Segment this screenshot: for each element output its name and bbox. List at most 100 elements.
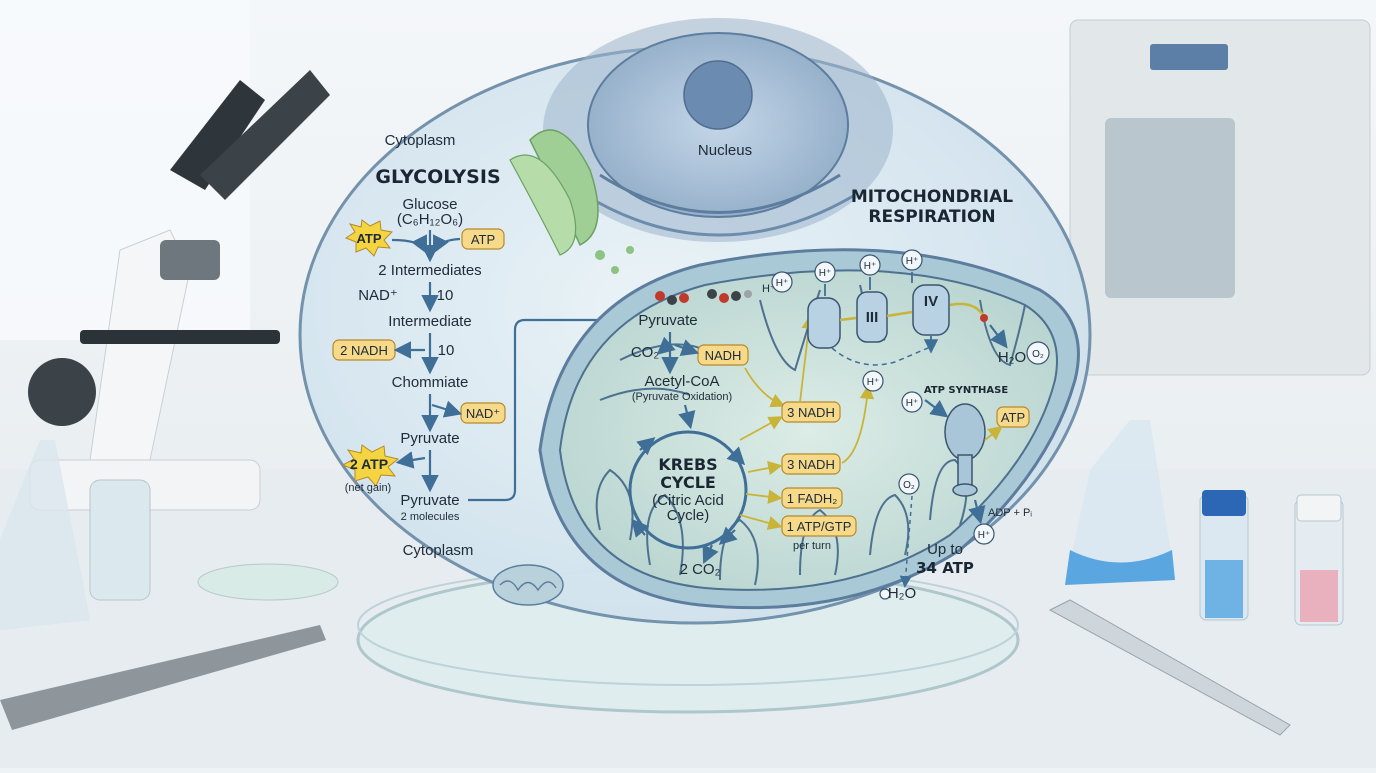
step-count-1: 10 bbox=[437, 287, 454, 304]
arrow-nadh-oxidation-out bbox=[674, 339, 700, 356]
flask-left bbox=[0, 440, 90, 630]
o2-label-b: O₂ bbox=[903, 480, 915, 491]
atp-34-label: 34 ATP bbox=[916, 559, 974, 577]
cytoplasm-label-bottom: Cytoplasm bbox=[403, 542, 474, 559]
atp-gtp-label: 1 ATP/GTP bbox=[787, 519, 852, 534]
microscope bbox=[28, 70, 330, 511]
electron-transport-chain bbox=[807, 284, 988, 366]
up-to-label: Up to bbox=[927, 541, 963, 558]
arrow-synthase-down bbox=[968, 499, 986, 525]
incubator-window bbox=[1105, 118, 1235, 298]
h-ion-1 bbox=[771, 271, 793, 293]
petri-dish-small bbox=[197, 563, 339, 601]
glucose-label: Glucose bbox=[402, 196, 457, 213]
glucose-formula: (C₆H₁₂O₆) bbox=[397, 211, 463, 228]
pyruvate-label-1: Pyruvate bbox=[400, 430, 459, 447]
h2o-bubble-b bbox=[879, 588, 891, 600]
arrow-krebs-co2 bbox=[702, 544, 719, 564]
intermediates-label: 2 Intermediates bbox=[378, 262, 481, 279]
arrow-h-into-synthase bbox=[924, 399, 949, 418]
atp-gain-label: 2 ATP bbox=[350, 456, 388, 472]
atp-burst-left bbox=[344, 219, 394, 257]
krebs-sub-line1: (Citric Acid bbox=[652, 492, 724, 509]
incubator-display bbox=[1150, 44, 1228, 70]
vial-blue-liquid bbox=[1205, 560, 1243, 618]
h2o-label-b: H₂O bbox=[888, 585, 916, 602]
per-turn-label: per turn bbox=[793, 540, 831, 552]
arrow-nadh-to-3nadh bbox=[744, 367, 786, 408]
h-ion-2-label: H⁺ bbox=[819, 268, 832, 279]
arrow-krebs-nadh-a bbox=[739, 416, 784, 441]
arrow-acetyl-to-krebs bbox=[678, 404, 696, 430]
pyruvate-oxidation-label: (Pyruvate Oxidation) bbox=[632, 391, 732, 403]
o2-label-a: O₂ bbox=[1032, 349, 1044, 360]
complex-4-label: IV bbox=[924, 293, 938, 310]
h-ion-7-label: H⁺ bbox=[978, 530, 991, 541]
pipette-left bbox=[0, 625, 326, 730]
co2-out-label: 2 CO₂ bbox=[680, 561, 721, 578]
complex-3 bbox=[856, 291, 888, 343]
complex-3-label: III bbox=[866, 309, 879, 326]
nad-plus-label: NAD⁺ bbox=[358, 287, 398, 304]
pyruvate-label-2: Pyruvate bbox=[400, 492, 459, 509]
mito-pyruvate-label: Pyruvate bbox=[638, 312, 697, 329]
small-mitochondrion bbox=[492, 564, 564, 606]
complex-4 bbox=[912, 284, 950, 336]
flask-liquid bbox=[1065, 550, 1175, 585]
h-ion-3-label: H⁺ bbox=[864, 261, 877, 272]
atp-chip-right bbox=[461, 228, 505, 250]
h-ion-5-label: H⁺ bbox=[867, 377, 880, 388]
h-ion-4 bbox=[901, 249, 923, 271]
o2-bubble-a bbox=[1026, 341, 1050, 365]
proton-ions: H⁺ H⁺ H⁺ H⁺ H⁺ H⁺ H⁺ bbox=[771, 249, 995, 545]
h2o-label-a: H₂O bbox=[998, 349, 1026, 366]
arrow-atp-synthase-out bbox=[984, 425, 1003, 441]
h-ion-6 bbox=[901, 391, 923, 413]
o2-bubble-b bbox=[898, 473, 920, 495]
step-count-2: 10 bbox=[438, 342, 455, 359]
h-ion-4-label: H⁺ bbox=[906, 256, 919, 267]
adp-pi-label: ADP + Pᵢ bbox=[988, 507, 1032, 519]
arrow-to-water bbox=[989, 324, 1008, 349]
nadh3-chip-a bbox=[781, 401, 841, 423]
atp-burst-gain bbox=[341, 444, 400, 487]
intermediate-label: Intermediate bbox=[388, 313, 471, 330]
flask-right bbox=[1065, 420, 1175, 585]
vial-pink-cap bbox=[1296, 494, 1342, 522]
net-gain-label: (net gain) bbox=[345, 482, 391, 494]
arrow-co2-out bbox=[656, 336, 676, 355]
nadh3-label-a: 3 NADH bbox=[787, 405, 835, 420]
arrow-nad-plus-out bbox=[431, 400, 463, 418]
nucleus-label: Nucleus bbox=[698, 142, 752, 159]
nadh-2-label: 2 NADH bbox=[340, 343, 388, 358]
atp-in-left: ATP bbox=[356, 231, 381, 246]
vial-blue-cap bbox=[1202, 490, 1246, 516]
golgi-apparatus bbox=[509, 129, 634, 274]
h-ion-3 bbox=[859, 254, 881, 276]
arrow-nadh-to-etc bbox=[841, 384, 875, 464]
fadh2-label: 1 FADH₂ bbox=[787, 491, 838, 506]
mito-title-line2: RESPIRATION bbox=[868, 207, 995, 227]
arrow-krebs-fadh2 bbox=[745, 489, 783, 504]
glycolysis-title: GLYCOLYSIS bbox=[375, 166, 500, 188]
krebs-sub-line2: Cycle) bbox=[667, 507, 710, 524]
nadh3-label-b: 3 NADH bbox=[787, 457, 835, 472]
nucleus bbox=[543, 18, 893, 242]
atp-in-right: ATP bbox=[471, 232, 495, 247]
nadh-oxidation-label: NADH bbox=[705, 348, 742, 363]
complex-1 bbox=[807, 297, 841, 349]
arrow-krebs-atp bbox=[739, 514, 783, 530]
h-ion-1-label: H⁺ bbox=[776, 278, 789, 289]
atp-synthase bbox=[944, 403, 986, 497]
atp-synthase-chip-label: ATP bbox=[1001, 410, 1025, 425]
vial-pink-liquid bbox=[1300, 570, 1338, 622]
h-ion-5 bbox=[862, 370, 884, 392]
arrow-o2-to-water bbox=[899, 495, 913, 588]
atp-synthase-label: ATP SYNTHASE bbox=[924, 385, 1009, 396]
arrow-krebs-nadh-b bbox=[747, 460, 783, 476]
small-mitochondrion-cristae bbox=[499, 580, 557, 592]
krebs-title-line2: CYCLE bbox=[660, 473, 716, 492]
atp-synthase-chip bbox=[996, 406, 1030, 428]
